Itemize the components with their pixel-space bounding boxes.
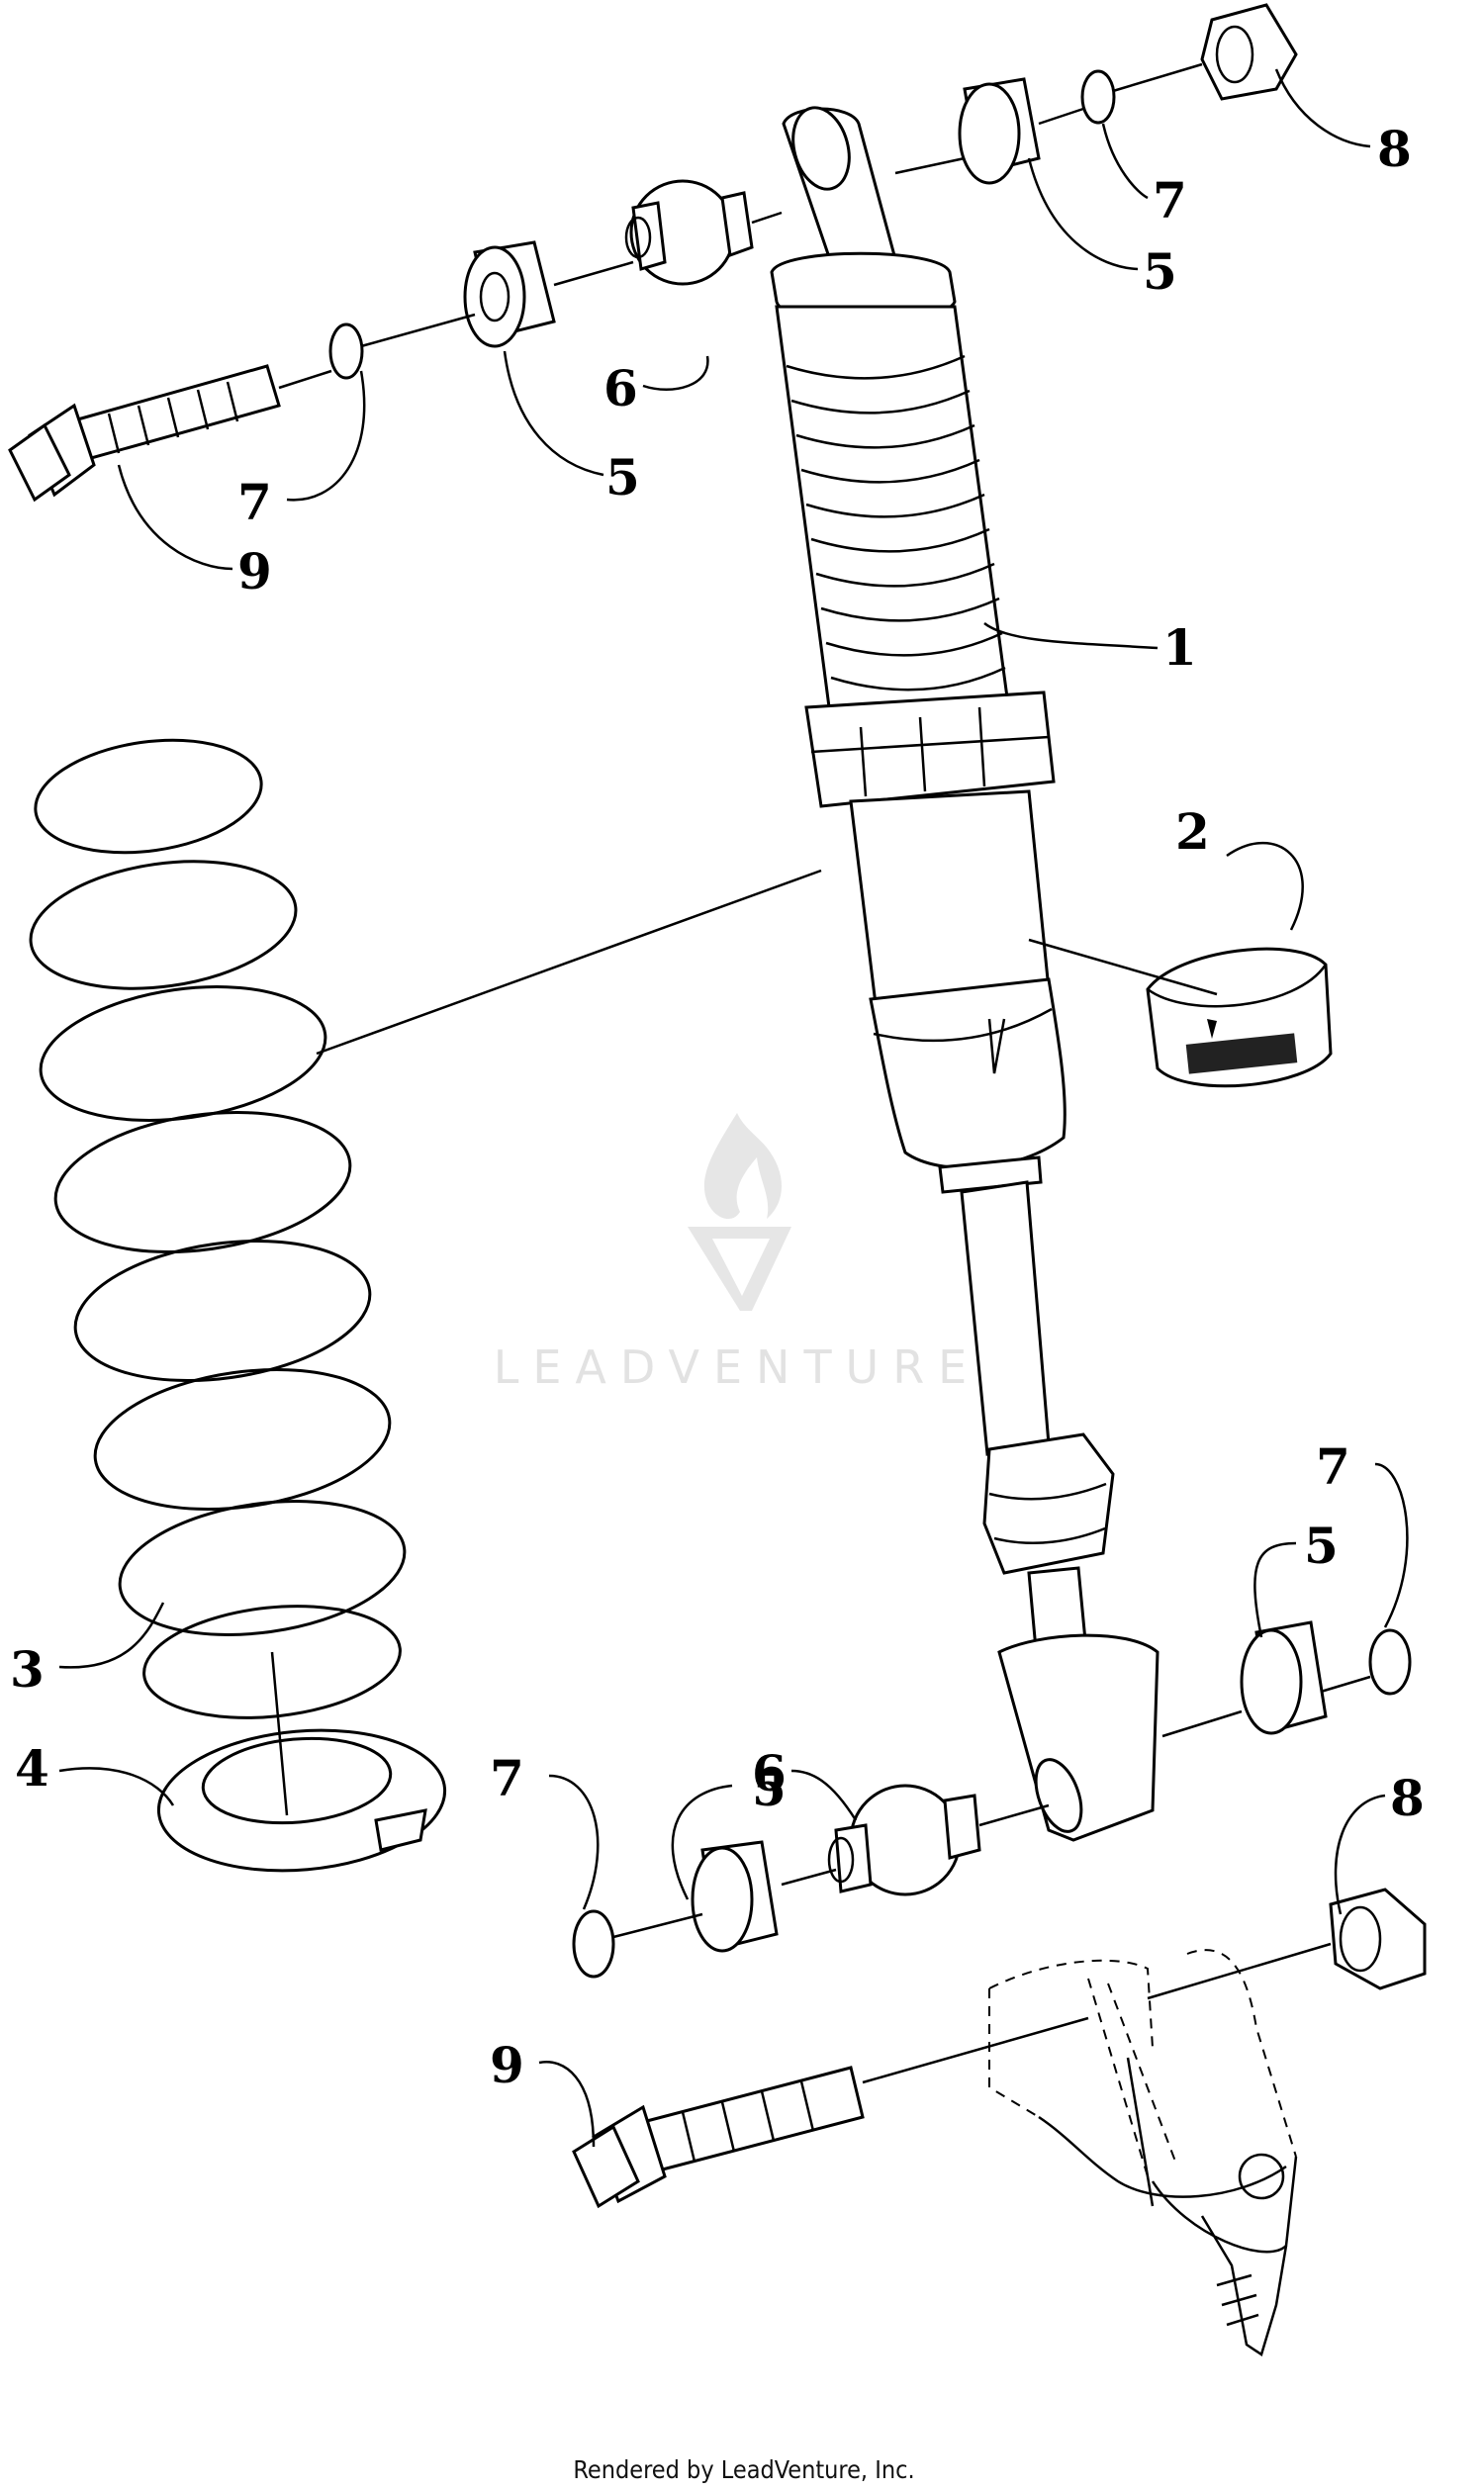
callout-9-upper: 9 xyxy=(237,542,272,600)
spring-retainer xyxy=(156,1728,447,1873)
lower-washer-right xyxy=(1368,1628,1412,1696)
lower-pivot-ball xyxy=(827,1784,981,1896)
watermark: LEADVENTURE xyxy=(494,1113,981,1394)
watermark-text: LEADVENTURE xyxy=(494,1340,981,1394)
callout-5-lower-left: 5 xyxy=(752,1759,787,1817)
callout-1: 1 xyxy=(1162,618,1197,677)
callout-8-lower: 8 xyxy=(1390,1769,1425,1827)
callout-5-upper-left: 5 xyxy=(605,448,640,507)
callout-3: 3 xyxy=(10,1640,45,1699)
coil-spring xyxy=(29,738,407,1719)
upper-axis-line xyxy=(278,62,1203,390)
callout-7-upper-left: 7 xyxy=(237,473,272,531)
callout-7-upper-right: 7 xyxy=(1153,171,1187,230)
leader-lines xyxy=(58,68,1409,2148)
callout-5-upper-right: 5 xyxy=(1143,242,1177,301)
callout-8-upper: 8 xyxy=(1377,120,1412,178)
upper-bolt xyxy=(8,364,281,503)
body-ribs xyxy=(786,354,1006,692)
callout-9-lower: 9 xyxy=(490,2036,524,2094)
callout-5-lower-right: 5 xyxy=(1304,1517,1339,1575)
footer-credit: Rendered by LeadVenture, Inc. xyxy=(573,2455,914,2484)
upper-pivot-ball xyxy=(624,179,754,286)
lower-washer-left xyxy=(572,1909,615,1979)
lower-bolt xyxy=(572,2066,865,2209)
upper-nut xyxy=(1200,3,1298,101)
shock-label xyxy=(1146,947,1333,1088)
lower-nut xyxy=(1329,1888,1427,1990)
callout-2: 2 xyxy=(1175,802,1210,861)
lower-axis-line xyxy=(612,1675,1371,2084)
callout-7-lower-right: 7 xyxy=(1316,1437,1350,1496)
upper-washer-left xyxy=(328,323,364,380)
lower-bushing-left xyxy=(691,1840,779,1953)
lower-bushing-right xyxy=(1240,1620,1328,1735)
callout-6-upper: 6 xyxy=(603,359,638,417)
callouts: 1 2 3 4 5 5 5 5 6 6 7 7 7 7 8 8 9 9 xyxy=(10,120,1425,2094)
shock-absorber xyxy=(770,106,1159,1842)
flame-v-logo-icon xyxy=(688,1113,791,1311)
upper-bushing-right xyxy=(958,77,1041,185)
callout-4: 4 xyxy=(15,1739,49,1798)
callout-7-lower-left: 7 xyxy=(490,1749,524,1807)
upper-bushing-left xyxy=(463,240,556,348)
callout-6-lower: 6 xyxy=(752,1744,787,1802)
upper-washer-right xyxy=(1080,69,1116,125)
control-arm-reference xyxy=(988,1949,1298,2356)
